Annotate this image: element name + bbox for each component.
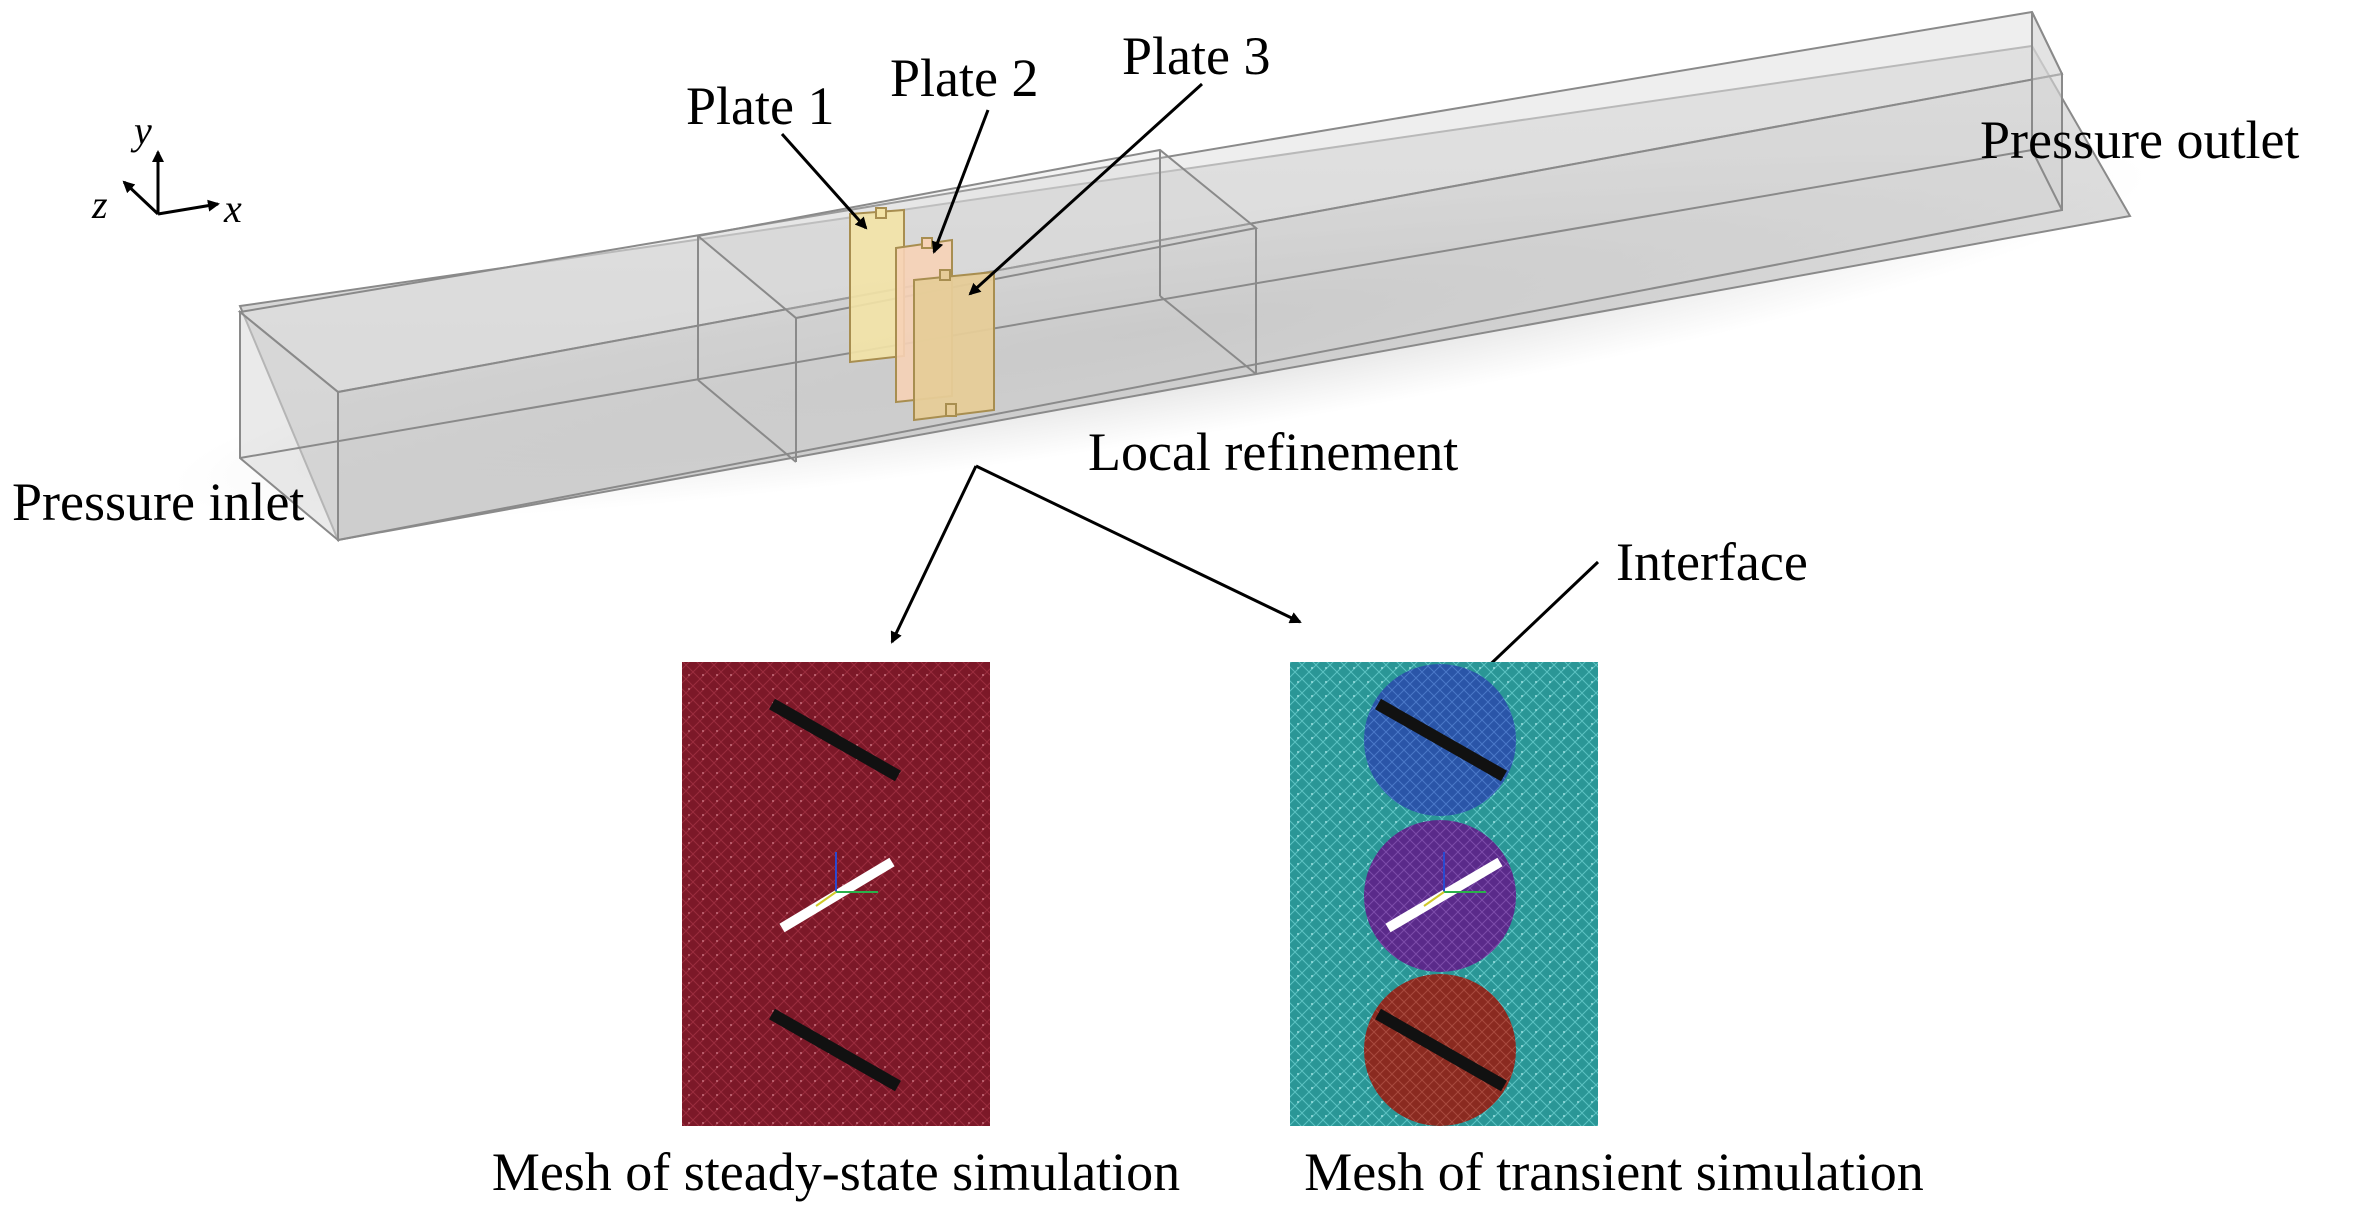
steady-plate-3 — [769, 1008, 901, 1092]
caption-steady-mesh: Mesh of steady-state simulation — [492, 1142, 1180, 1202]
leader-arrows — [780, 82, 1600, 678]
steady-axis-triad — [815, 852, 878, 907]
transient-axis-triad — [1423, 852, 1486, 907]
axis-label-x: x — [223, 186, 242, 231]
coordinate-axes — [122, 150, 220, 216]
steady-plate-1 — [769, 698, 901, 782]
axis-label-z: z — [91, 182, 108, 227]
computational-domain — [237, 10, 2132, 543]
transient-plate-3 — [1375, 1008, 1507, 1092]
steady-plate-2 — [779, 857, 895, 933]
caption-transient-mesh: Mesh of transient simulation — [1304, 1142, 1923, 1202]
label-pressure-inlet: Pressure inlet — [12, 472, 304, 532]
transient-mesh-panel — [1290, 662, 1598, 1126]
axis-label-y: y — [130, 108, 152, 153]
plates — [849, 207, 995, 422]
plate-3 — [913, 270, 995, 422]
label-pressure-outlet: Pressure outlet — [1980, 110, 2299, 170]
label-plate-1: Plate 1 — [686, 76, 834, 136]
label-plate-2: Plate 2 — [890, 48, 1038, 108]
local-refinement-region — [695, 148, 1259, 463]
label-interface: Interface — [1616, 532, 1808, 592]
transient-plate-1 — [1375, 698, 1507, 782]
label-plate-3: Plate 3 — [1122, 26, 1270, 86]
transient-plate-2 — [1385, 857, 1503, 933]
steady-mesh-panel — [682, 662, 990, 1126]
label-local-refinement: Local refinement — [1088, 422, 1458, 482]
